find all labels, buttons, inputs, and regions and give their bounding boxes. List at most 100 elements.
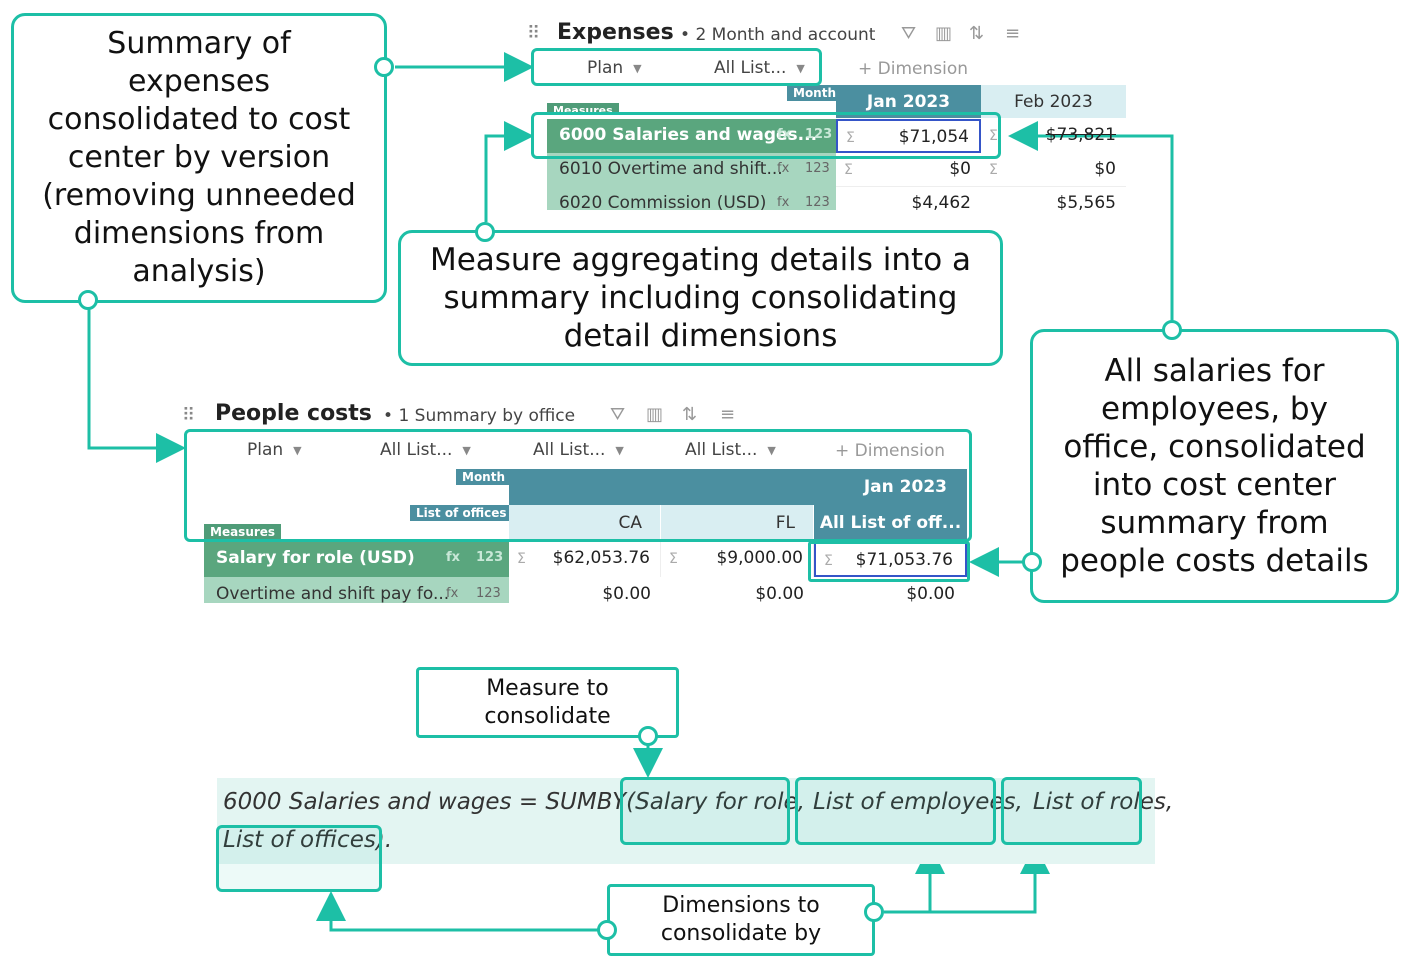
people-costs-header-highlight xyxy=(184,429,972,542)
connector-dot xyxy=(78,290,98,310)
roles-selector[interactable]: All List... ▼ xyxy=(533,440,624,460)
column-header-jan[interactable]: Jan 2023 xyxy=(509,469,967,505)
expenses-selectors-highlight xyxy=(531,48,822,86)
row-label-commission[interactable]: 6020 Commission (USD) fx 123 xyxy=(547,187,836,210)
callout-measure-to-consolidate: Measure to consolidate xyxy=(416,667,679,738)
filter-icon[interactable]: ⛛ xyxy=(610,404,626,425)
cell-ca-overtime[interactable]: $0.00 xyxy=(509,577,661,603)
connector-dot xyxy=(1162,320,1182,340)
version-selector[interactable]: Plan ▼ xyxy=(247,440,302,460)
list-selector[interactable]: All List... ▼ xyxy=(714,58,805,78)
type-badge: 123 xyxy=(805,195,830,210)
row-label-text: 6000 Salaries and wages... xyxy=(559,125,818,145)
expenses-row-highlight xyxy=(531,112,1001,159)
cell-value: $0.00 xyxy=(906,584,955,603)
formula-prefix: 6000 Salaries and wages = SUMBY( xyxy=(223,789,636,815)
version-selector-label: Plan xyxy=(247,440,284,460)
people-costs-panel: ⠿ People costs • 1 Summary by office ⛛ ▥… xyxy=(180,395,990,603)
column-header-all-offices[interactable]: All List of off... xyxy=(814,505,967,541)
connector-dot xyxy=(374,57,394,77)
row-label-text: Salary for role (USD) xyxy=(216,548,415,568)
cell-feb-commission[interactable]: $5,565 xyxy=(981,187,1126,210)
chevron-down-icon: ▼ xyxy=(615,443,624,457)
cell-jan-salaries[interactable]: Σ $71,054 xyxy=(836,119,981,153)
connector-dims-offices xyxy=(316,891,598,932)
callout-all-salaries: All salaries for employees, by office, c… xyxy=(1030,329,1399,603)
cell-feb-overtime[interactable]: Σ $0 xyxy=(981,153,1126,187)
connector-salaries-expenses xyxy=(1008,121,1174,320)
row-label-text: 6010 Overtime and shift... xyxy=(559,159,783,179)
callout-dimensions-to-consolidate: Dimensions to consolidate by xyxy=(607,884,875,956)
cell-jan-overtime[interactable]: Σ $0 xyxy=(836,153,981,187)
formula-icon: fx xyxy=(777,161,790,176)
offices-selector-label: All List... xyxy=(685,440,758,460)
formula-icon: fx xyxy=(446,586,459,601)
chevron-down-icon: ▼ xyxy=(293,443,302,457)
pivot-icon[interactable]: ⇅ xyxy=(682,404,698,425)
callout-summary: Summary of expenses consolidated to cost… xyxy=(11,13,387,303)
cell-all-offices-overtime[interactable]: $0.00 xyxy=(814,577,967,603)
connector-dot xyxy=(864,902,884,922)
formula-offices-highlight xyxy=(216,825,382,892)
callout-measure-aggregating: Measure aggregating details into a summa… xyxy=(398,230,1003,366)
formula-dim-employees: List of employees, xyxy=(812,789,1023,815)
connector-dims-roles xyxy=(930,844,1050,914)
type-badge: 123 xyxy=(805,127,833,142)
connector-dot xyxy=(1022,552,1042,572)
employees-selector-label: All List... xyxy=(380,440,453,460)
pivot-icon[interactable]: ⇅ xyxy=(969,23,985,44)
formula-measure: Salary for role, xyxy=(635,789,805,815)
row-label-overtime[interactable]: Overtime and shift pay fo... fx 123 xyxy=(204,577,509,603)
cell-value: $5,565 xyxy=(1056,193,1116,210)
formula-roles-highlight xyxy=(1001,777,1142,845)
employees-selector[interactable]: All List... ▼ xyxy=(380,440,471,460)
cell-jan-commission[interactable]: $4,462 xyxy=(836,187,981,210)
sigma-icon: Σ xyxy=(989,128,998,144)
add-dimension-button[interactable]: + Dimension xyxy=(835,441,946,461)
sort-icon[interactable]: ≡ xyxy=(1005,23,1021,44)
month-tag: Month xyxy=(787,85,843,101)
cell-fl-salary[interactable]: Σ $9,000.00 xyxy=(661,541,814,577)
type-badge: 123 xyxy=(805,161,830,176)
expenses-subtitle-text: 2 Month and account xyxy=(695,25,876,45)
type-badge: 123 xyxy=(476,586,501,601)
column-header-feb[interactable]: Feb 2023 xyxy=(981,85,1126,118)
offices-selector[interactable]: All List... ▼ xyxy=(685,440,776,460)
column-header-fl[interactable]: FL xyxy=(661,505,814,541)
formula-strip xyxy=(217,778,1155,864)
month-tag: Month xyxy=(456,469,512,485)
drag-handle-icon[interactable]: ⠿ xyxy=(527,23,540,44)
connector-dot xyxy=(475,222,495,242)
sort-icon[interactable]: ≡ xyxy=(720,404,736,425)
roles-selector-label: All List... xyxy=(533,440,606,460)
add-dimension-button[interactable]: + Dimension xyxy=(858,59,969,79)
row-label-salary-role[interactable]: Salary for role (USD) fx 123 xyxy=(204,541,509,577)
cell-value: $0.00 xyxy=(602,584,651,603)
column-header-ca[interactable]: CA xyxy=(509,505,661,541)
cell-ca-salary[interactable]: Σ $62,053.76 xyxy=(509,541,661,577)
connector-summary-people xyxy=(87,308,186,463)
sigma-icon: Σ xyxy=(846,130,855,146)
measures-tag: Measures xyxy=(547,103,619,113)
cell-value: $73,821 xyxy=(1045,125,1116,145)
cell-fl-overtime[interactable]: $0.00 xyxy=(661,577,814,603)
chevron-down-icon: ▼ xyxy=(796,61,805,75)
row-label-text: 6020 Commission (USD) xyxy=(559,193,767,210)
offices-tag: List of offices xyxy=(410,505,513,521)
connector-measure-row xyxy=(484,121,534,222)
formula-icon: fx xyxy=(777,127,792,142)
formula-icon: fx xyxy=(777,195,790,210)
row-label-salaries[interactable]: 6000 Salaries and wages... fx 123 xyxy=(547,119,836,153)
people-costs-title: People costs xyxy=(215,401,372,426)
chart-icon[interactable]: ▥ xyxy=(935,23,953,44)
filter-icon[interactable]: ⛛ xyxy=(901,23,917,44)
chart-icon[interactable]: ▥ xyxy=(646,404,664,425)
drag-handle-icon[interactable]: ⠿ xyxy=(182,405,195,426)
version-selector[interactable]: Plan ▼ xyxy=(587,58,642,78)
measures-tag: Measures xyxy=(204,524,282,540)
expenses-panel: ⠿ Expenses • 2 Month and account ⛛ ▥ ⇅ ≡… xyxy=(525,15,1155,210)
row-label-text: Overtime and shift pay fo... xyxy=(216,584,450,603)
expenses-title: Expenses xyxy=(557,20,674,45)
cell-feb-salaries[interactable]: Σ $73,821 xyxy=(981,119,1126,153)
